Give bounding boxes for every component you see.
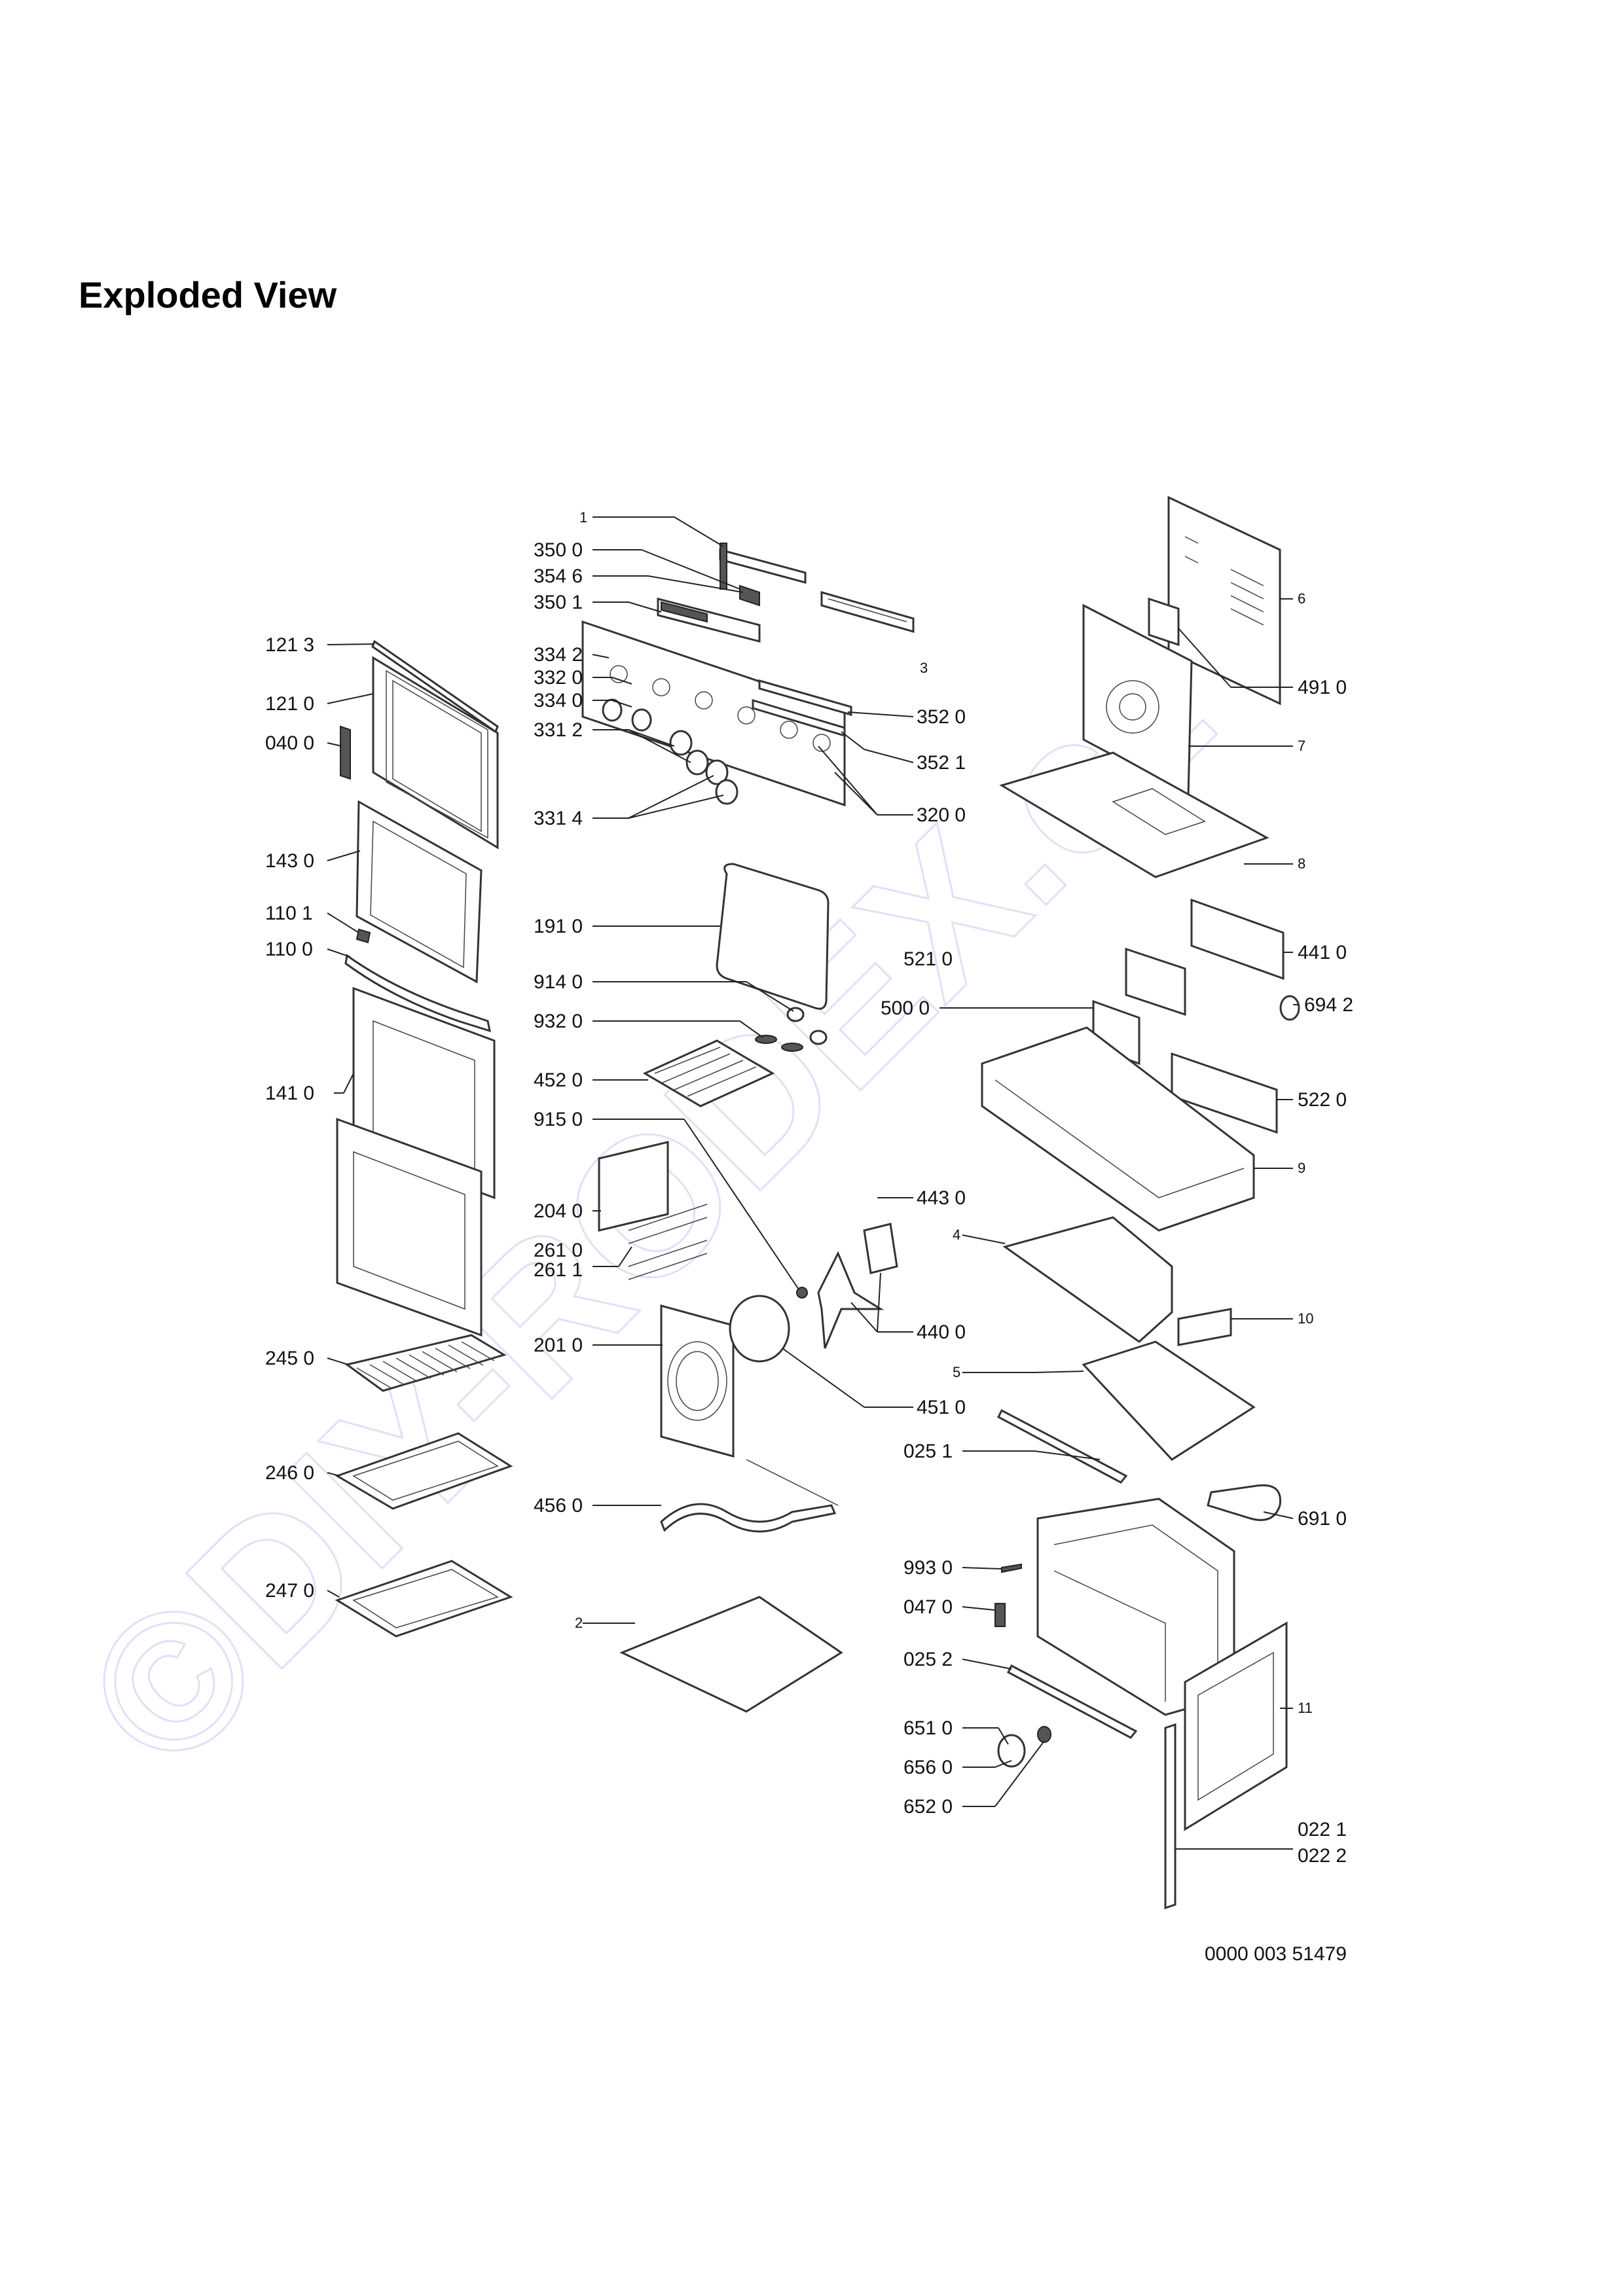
document-number: 0000 003 51479 bbox=[1205, 1943, 1347, 1965]
callout-label: 350 0 bbox=[534, 539, 583, 561]
callout-label: 2 bbox=[575, 1615, 583, 1631]
callout-label: 1 bbox=[579, 509, 587, 526]
callout-label: 047 0 bbox=[903, 1596, 953, 1618]
callout-label: 331 2 bbox=[534, 719, 583, 741]
callout-label: 110 0 bbox=[265, 939, 313, 960]
callout-label: 261 0 bbox=[534, 1240, 583, 1261]
callout-label: 10 bbox=[1298, 1310, 1313, 1327]
callout-label: 4 bbox=[953, 1227, 960, 1243]
callout-label: 451 0 bbox=[917, 1397, 966, 1418]
callout-label: 500 0 bbox=[881, 997, 930, 1019]
callout-label: 915 0 bbox=[534, 1109, 583, 1130]
callout-label: 456 0 bbox=[534, 1495, 583, 1516]
callout-label: 320 0 bbox=[917, 804, 966, 826]
callout-label: 6 bbox=[1298, 590, 1305, 607]
callout-label: 334 2 bbox=[534, 644, 583, 666]
callout-label: 521 0 bbox=[903, 948, 953, 970]
callout-label: 694 2 bbox=[1304, 994, 1353, 1016]
callout-label: 656 0 bbox=[903, 1757, 953, 1778]
callout-label: 5 bbox=[953, 1364, 960, 1380]
callout-label: 932 0 bbox=[534, 1011, 583, 1032]
callout-label: 993 0 bbox=[903, 1557, 953, 1579]
callout-label: 245 0 bbox=[265, 1348, 314, 1369]
callout-label: 8 bbox=[1298, 855, 1305, 872]
callout-label: 691 0 bbox=[1298, 1508, 1347, 1530]
callout-label: 651 0 bbox=[903, 1717, 953, 1739]
callout-label: 491 0 bbox=[1298, 677, 1347, 698]
callout-label: 441 0 bbox=[1298, 942, 1347, 963]
callout-label: 352 1 bbox=[917, 752, 966, 774]
callout-label: 452 0 bbox=[534, 1069, 583, 1091]
control-panel-parts bbox=[581, 543, 915, 807]
callout-label: 522 0 bbox=[1298, 1089, 1347, 1111]
callout-label: 331 4 bbox=[534, 808, 583, 829]
leader-lines bbox=[327, 516, 1299, 1850]
callout-label: 443 0 bbox=[917, 1187, 966, 1209]
callout-label: 246 0 bbox=[265, 1462, 314, 1484]
callout-label: 204 0 bbox=[534, 1200, 583, 1222]
callout-label: 110 1 bbox=[265, 903, 313, 924]
callout-label: 022 1 bbox=[1298, 1819, 1347, 1840]
housing-parts bbox=[981, 495, 1300, 1910]
callout-label: 354 6 bbox=[534, 565, 583, 587]
callout-label: 025 1 bbox=[903, 1441, 953, 1462]
callout-label: 143 0 bbox=[265, 850, 314, 872]
door-parts bbox=[335, 639, 513, 1638]
callout-label: 141 0 bbox=[265, 1083, 314, 1104]
callout-label: 9 bbox=[1298, 1160, 1305, 1176]
callout-label: 025 2 bbox=[903, 1649, 953, 1670]
callout-label: 191 0 bbox=[534, 916, 583, 937]
callout-label: 247 0 bbox=[265, 1580, 314, 1602]
callout-label: 914 0 bbox=[534, 971, 583, 993]
callout-label: 022 2 bbox=[1298, 1845, 1347, 1867]
callout-label: 652 0 bbox=[903, 1796, 953, 1818]
callout-labels: 121 3 121 0 040 0 143 0 110 1 110 0 141 … bbox=[265, 509, 1353, 1867]
callout-label: 121 0 bbox=[265, 693, 314, 715]
callout-label: 7 bbox=[1298, 738, 1305, 754]
callout-label: 352 0 bbox=[917, 706, 966, 728]
callout-label: 201 0 bbox=[534, 1335, 583, 1356]
callout-label: 3 bbox=[920, 660, 928, 676]
page-title: Exploded View bbox=[79, 274, 337, 315]
callout-label: 040 0 bbox=[265, 732, 314, 754]
callout-label: 261 1 bbox=[534, 1259, 583, 1281]
callout-label: 11 bbox=[1298, 1700, 1313, 1716]
callout-label: 121 3 bbox=[265, 634, 314, 656]
callout-label: 332 0 bbox=[534, 667, 583, 689]
callout-label: 440 0 bbox=[917, 1321, 966, 1343]
callout-label: 350 1 bbox=[534, 592, 583, 613]
callout-label: 334 0 bbox=[534, 690, 583, 711]
oven-interior-parts bbox=[598, 863, 898, 1713]
